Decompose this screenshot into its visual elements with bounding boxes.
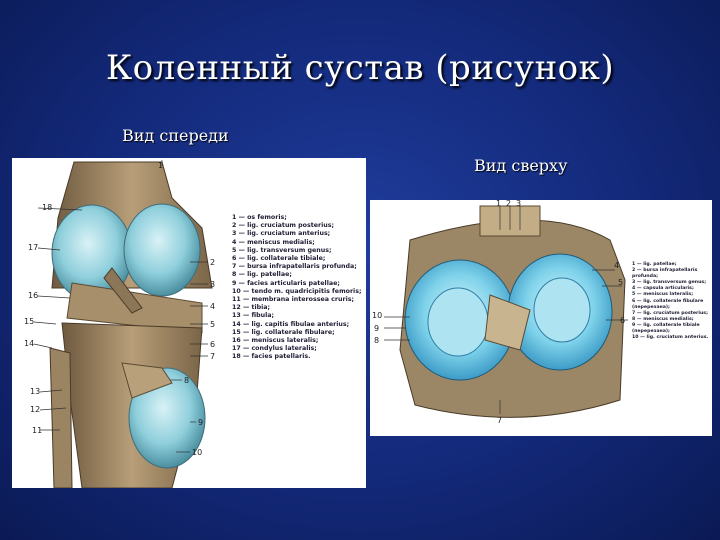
top-legend-item: 9 — lig. collaterale tibiale bbox=[632, 322, 700, 328]
top-label-3: 3 bbox=[516, 200, 521, 208]
front-label-15: 15 bbox=[24, 317, 34, 326]
knee-top-figure: 1 2 3 4 5 6 10 9 8 7 1 — lig. patellae; … bbox=[370, 200, 712, 436]
top-label-1: 1 bbox=[496, 200, 501, 208]
front-label-7: 7 bbox=[210, 352, 215, 361]
front-legend-item: 3 — lig. cruciatum anterius; bbox=[232, 230, 331, 238]
knee-top-illustration: 1 2 3 4 5 6 10 9 8 7 bbox=[372, 200, 628, 425]
front-label-6: 6 bbox=[210, 340, 215, 349]
knee-front-figure: 18 17 16 15 14 13 12 11 1 2 3 4 5 6 7 8 … bbox=[12, 158, 366, 488]
top-legend-item: 4 — capsula articularis; bbox=[632, 286, 694, 292]
knee-front-illustration: 18 17 16 15 14 13 12 11 1 2 3 4 5 6 7 8 … bbox=[24, 160, 215, 488]
top-legend-item: 7 — lig. cruciatum posterius; bbox=[632, 310, 708, 316]
top-label-10: 10 bbox=[372, 311, 382, 320]
top-label-6: 6 bbox=[620, 316, 625, 325]
front-label-13: 13 bbox=[30, 387, 40, 396]
top-legend-item: profunda; bbox=[632, 274, 658, 280]
front-label-14: 14 bbox=[24, 339, 34, 348]
top-label-8: 8 bbox=[374, 336, 379, 345]
front-legend-item: 9 — facies articularis patellae; bbox=[232, 279, 340, 287]
front-legend-item: 7 — bursa infrapatellaris profunda; bbox=[232, 263, 357, 271]
front-label-5: 5 bbox=[210, 320, 215, 329]
front-legend-item: 12 — tibia; bbox=[232, 304, 271, 312]
front-legend-item: 2 — lig. cruciatum posterius; bbox=[232, 222, 335, 230]
front-legend-item: 6 — lig. collaterale tibiale; bbox=[232, 255, 326, 263]
front-view-caption: Вид спереди bbox=[122, 126, 229, 145]
front-label-1: 1 bbox=[158, 161, 163, 170]
top-legend-item: 10 — lig. cruciatum anterius. bbox=[632, 335, 709, 341]
top-label-5: 5 bbox=[618, 278, 623, 287]
top-label-4: 4 bbox=[614, 261, 619, 270]
top-legend-item: 3 — lig. transversum genus; bbox=[632, 280, 707, 286]
front-legend-item: 13 — fibula; bbox=[232, 312, 275, 320]
front-label-2: 2 bbox=[210, 258, 215, 267]
top-label-2: 2 bbox=[506, 200, 511, 208]
top-legend-item: (перерезана); bbox=[632, 304, 670, 310]
front-label-9: 9 bbox=[198, 418, 203, 427]
top-view-caption: Вид сверху bbox=[474, 156, 568, 175]
front-label-3: 3 bbox=[210, 280, 215, 289]
front-label-8: 8 bbox=[184, 376, 189, 385]
front-legend-item: 5 — lig. transversum genus; bbox=[232, 246, 332, 254]
front-label-4: 4 bbox=[210, 302, 215, 311]
front-label-11: 11 bbox=[32, 426, 42, 435]
top-legend-item: 6 — lig. collaterale fibulare bbox=[632, 298, 704, 304]
front-legend-item: 14 — lig. capitis fibulae anterius; bbox=[232, 320, 350, 328]
top-legend-item: 8 — meniscus medialis; bbox=[632, 316, 694, 322]
front-label-18: 18 bbox=[42, 203, 52, 212]
front-legend-item: 4 — meniscus medialis; bbox=[232, 238, 315, 246]
top-legend-item: 1 — lig. patellae; bbox=[632, 262, 677, 267]
front-legend-item: 15 — lig. collaterale fibulare; bbox=[232, 328, 335, 336]
top-label-9: 9 bbox=[374, 324, 379, 333]
top-legend-item: 5 — meniscus lateralis; bbox=[632, 292, 694, 298]
front-legend-item: 17 — condylus lateralis; bbox=[232, 345, 317, 353]
front-label-16: 16 bbox=[28, 291, 38, 300]
top-legend-item: (перерезана); bbox=[632, 329, 670, 335]
front-legend: 1 — os femoris; 2 — lig. cruciatum poste… bbox=[232, 214, 361, 362]
front-label-10: 10 bbox=[192, 448, 202, 457]
front-label-17: 17 bbox=[28, 243, 38, 252]
slide-title: Коленный сустав (рисунок) bbox=[105, 48, 615, 88]
front-legend-item: 11 — membrana interossea cruris; bbox=[232, 296, 355, 304]
front-legend-item: 18 — facies patellaris. bbox=[232, 353, 311, 361]
top-legend-item: 2 — bursa infrapatellaris bbox=[632, 268, 698, 274]
top-legend: 1 — lig. patellae; 2 — bursa infrapatell… bbox=[632, 262, 708, 341]
front-legend-item: 16 — meniscus lateralis; bbox=[232, 337, 319, 345]
front-legend-item: 8 — lig. patellae; bbox=[232, 271, 292, 279]
front-label-12: 12 bbox=[30, 405, 40, 414]
front-legend-item: 10 — tendo m. quadricipitis femoris; bbox=[232, 287, 362, 295]
top-label-7: 7 bbox=[497, 416, 502, 425]
front-legend-item: 1 — os femoris; bbox=[232, 214, 287, 221]
